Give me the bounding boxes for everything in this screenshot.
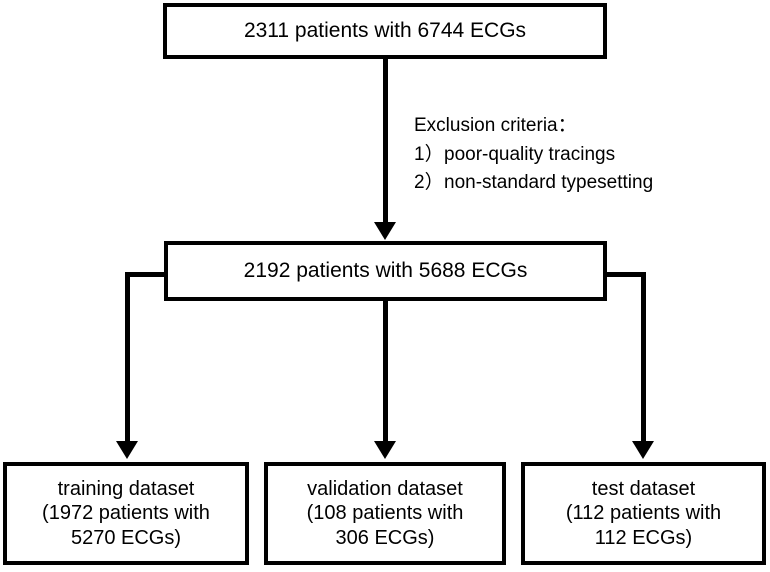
exclusion-item-2-text: non-standard typesetting <box>444 172 654 193</box>
exclusion-item-2: 2）non-standard typesetting <box>414 169 653 198</box>
exclusion-item-1: 1）poor-quality tracings <box>414 141 653 170</box>
node-cohort-initial: 2311 patients with 6744 ECGs <box>163 3 607 59</box>
node-validation-dataset-line-2: (108 patients with <box>306 502 464 525</box>
connector-filtered-to-training-arrowhead <box>116 441 138 459</box>
connector-initial-to-filtered-arrowhead <box>374 222 396 240</box>
node-test-dataset-label: test dataset (112 patients with 112 ECGs… <box>525 477 762 550</box>
connector-initial-to-filtered-line <box>383 59 388 224</box>
exclusion-item-2-number: 2） <box>414 172 444 193</box>
node-validation-dataset: validation dataset (108 patients with 30… <box>264 462 506 565</box>
exclusion-item-1-number: 1） <box>414 143 444 165</box>
node-cohort-filtered-label: 2192 patients with 5688 ECGs <box>243 259 528 283</box>
node-test-dataset-line-1: test dataset <box>591 477 696 500</box>
node-training-dataset-label: training dataset (1972 patients with 527… <box>7 477 245 550</box>
exclusion-item-1-text: poor-quality tracings <box>444 143 616 165</box>
annotation-exclusion-criteria: Exclusion criteria： 1）poor-quality traci… <box>414 112 653 198</box>
connector-filtered-to-training-vertical <box>125 272 130 443</box>
node-training-dataset-line-1: training dataset <box>57 477 195 500</box>
connector-filtered-to-training-horizontal <box>125 272 167 277</box>
node-validation-dataset-label: validation dataset (108 patients with 30… <box>268 477 502 550</box>
node-training-dataset-line-2: (1972 patients with <box>42 502 210 525</box>
exclusion-heading: Exclusion criteria： <box>414 115 577 136</box>
connector-filtered-to-validation-arrowhead <box>374 441 396 459</box>
connector-filtered-to-validation-vertical <box>383 301 388 443</box>
node-test-dataset: test dataset (112 patients with 112 ECGs… <box>521 462 766 565</box>
node-validation-dataset-line-1: validation dataset <box>307 477 463 500</box>
node-training-dataset-line-3: 5270 ECGs) <box>70 526 182 549</box>
node-training-dataset: training dataset (1972 patients with 527… <box>3 462 249 565</box>
node-test-dataset-line-3: 112 ECGs) <box>594 526 693 549</box>
node-validation-dataset-line-3: 306 ECGs) <box>335 526 435 549</box>
node-cohort-initial-label: 2311 patients with 6744 ECGs <box>243 19 527 43</box>
connector-filtered-to-test-horizontal <box>604 272 646 277</box>
connector-filtered-to-test-arrowhead <box>632 441 654 459</box>
node-test-dataset-line-2: (112 patients with <box>565 502 722 525</box>
connector-filtered-to-test-vertical <box>641 272 646 443</box>
node-cohort-filtered: 2192 patients with 5688 ECGs <box>164 241 607 301</box>
